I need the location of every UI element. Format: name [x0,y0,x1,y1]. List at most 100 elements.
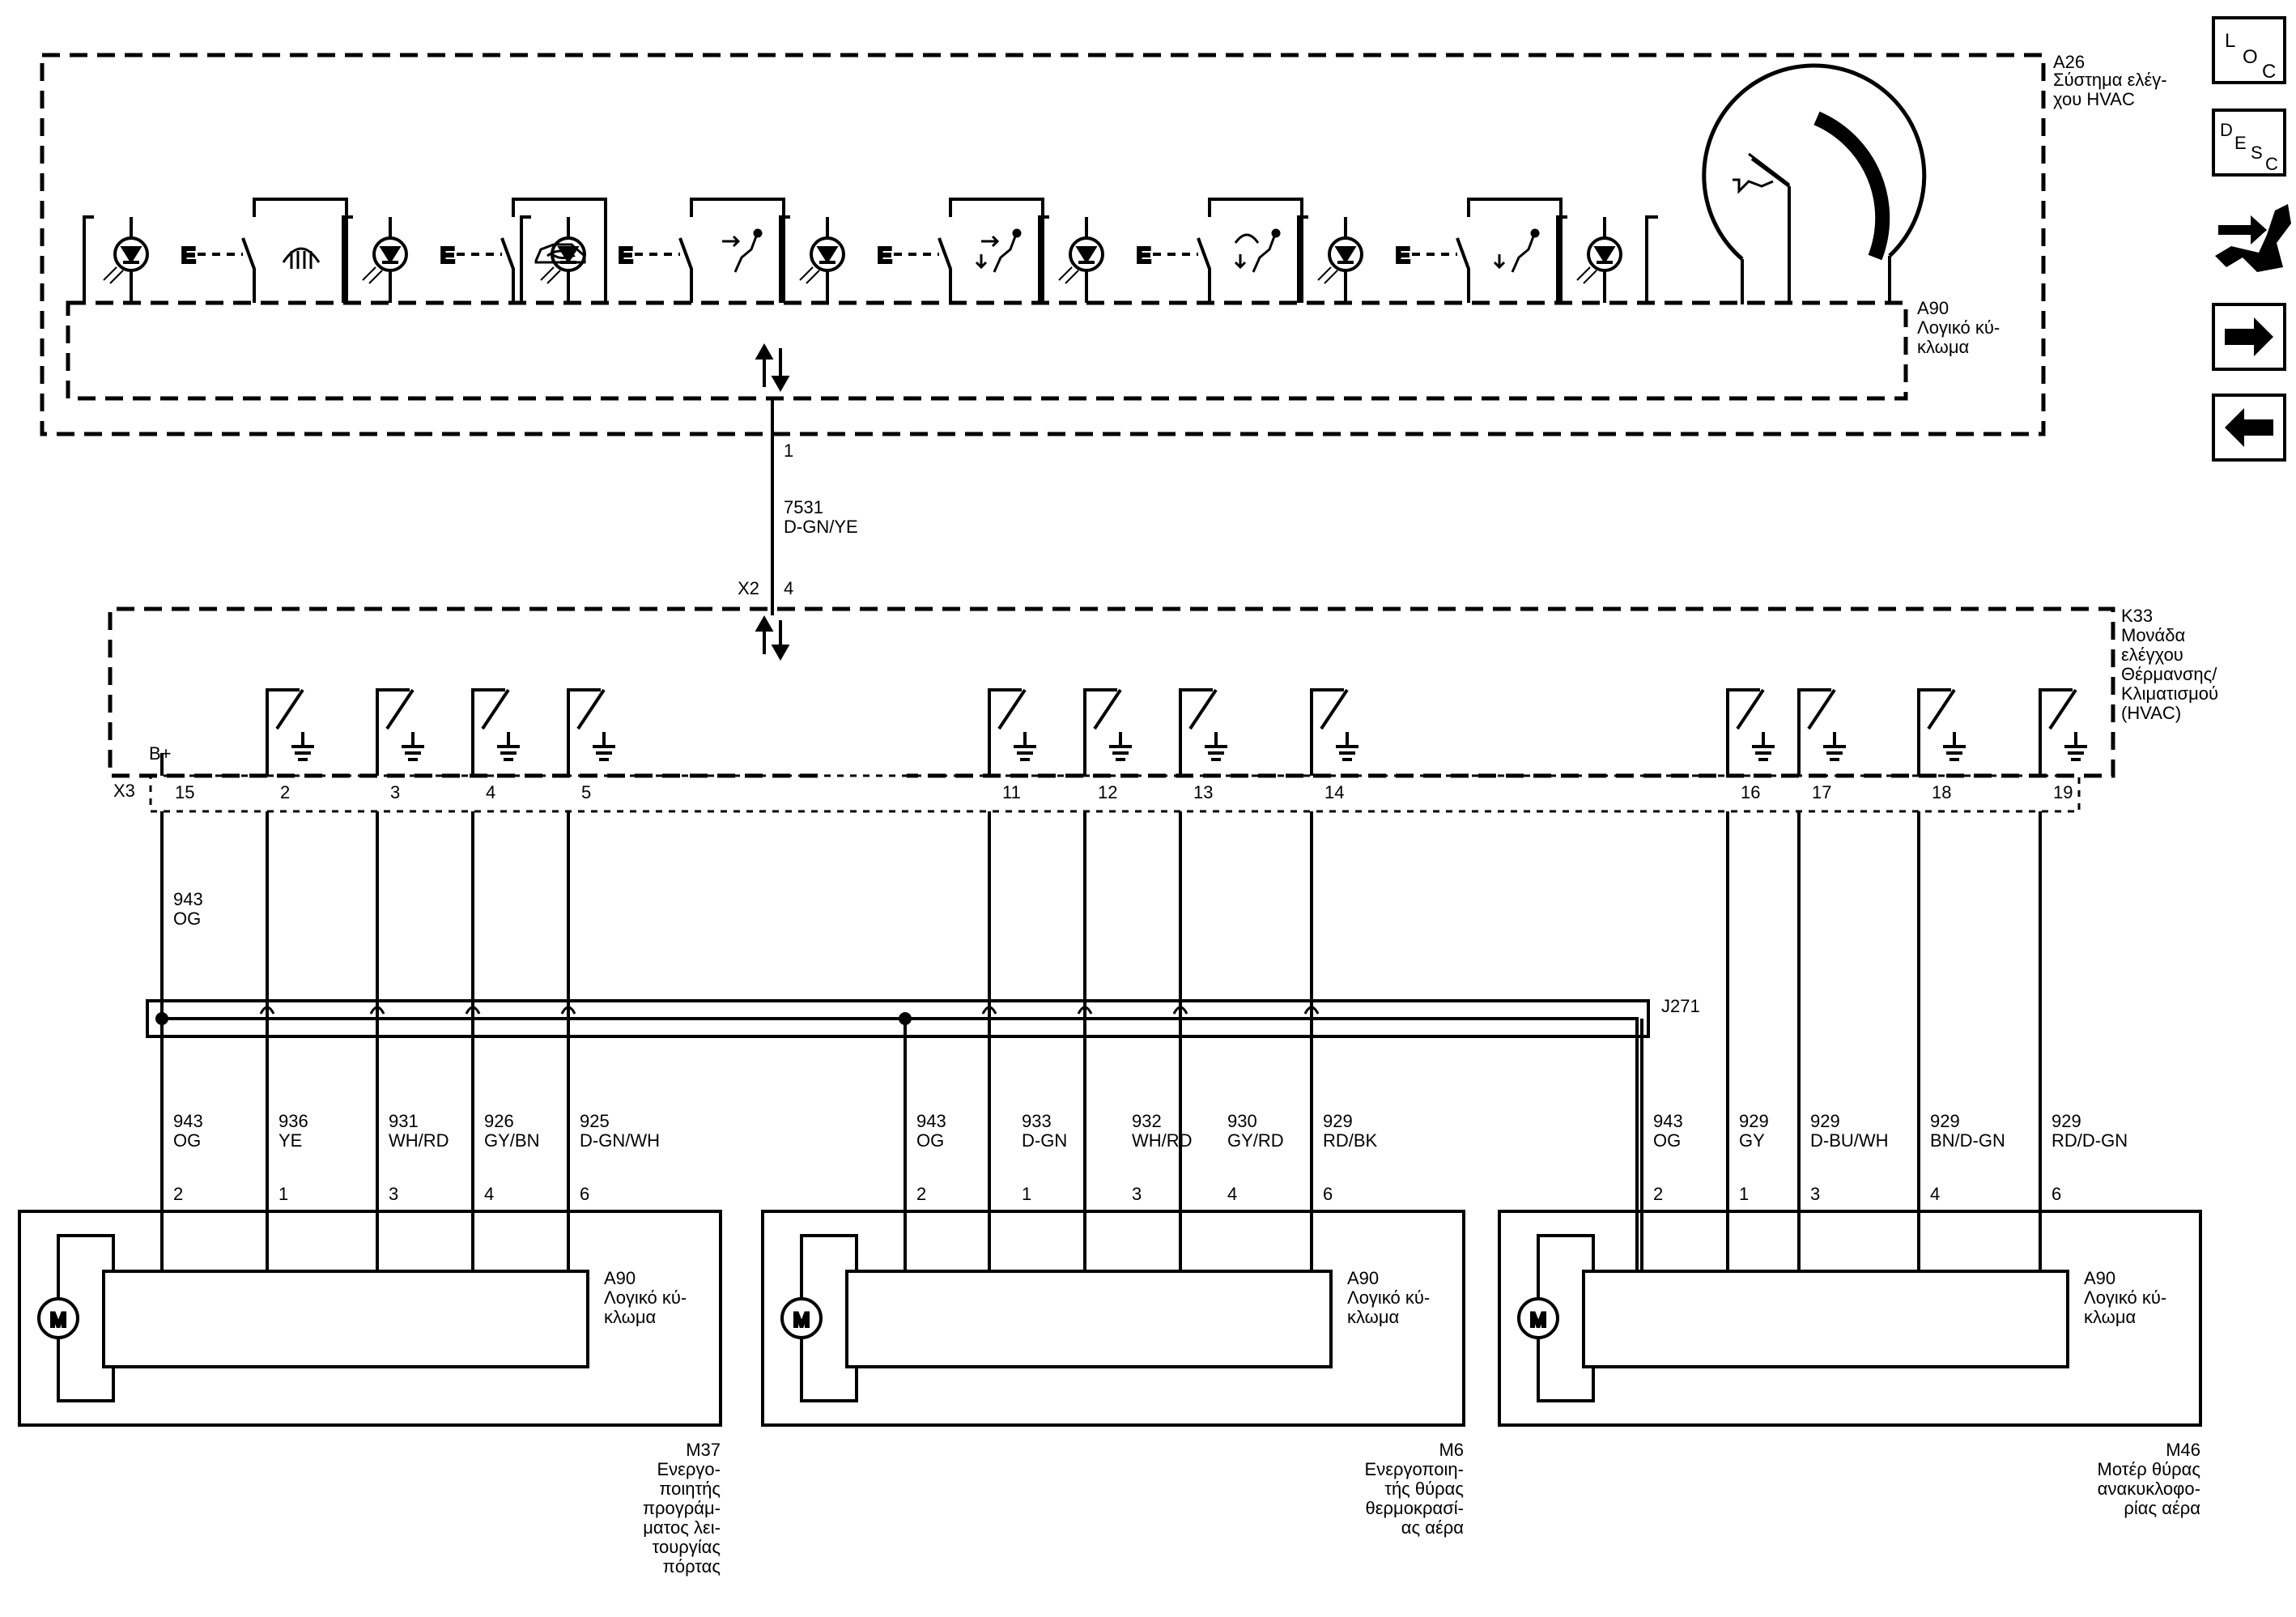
motor-id-label: M46 [2166,1440,2200,1460]
motor-pin-number: 1 [1022,1184,1031,1204]
wire-color-code: D-BU/WH [1810,1130,1889,1151]
switch-contact [241,237,256,303]
wire-crossover [465,1006,481,1015]
switch-lead [949,198,1044,303]
motor-a90-label: A90 [604,1268,636,1288]
motor-m6: M [761,1210,1465,1427]
a26-frame [40,53,2046,436]
k33-ground-switch [1310,688,1358,776]
wire-circuit-number: 931 [389,1111,419,1131]
motor-pin-number: 3 [1810,1184,1820,1204]
k33-pin-number: 14 [1324,782,1344,802]
k33-pin-number: 13 [1193,782,1213,802]
motor-pin-number: 4 [1227,1184,1237,1204]
wire-crossover [369,1006,385,1015]
j271-label: J271 [1661,996,1700,1016]
motor-pin-number: 1 [1739,1184,1749,1204]
motor-caption: Ενεργο- [657,1459,721,1479]
a26-description: χου HVAC [2053,89,2135,109]
motor-m37: M [18,1210,722,1427]
loc-letter: L [2225,30,2235,52]
switch-lead [512,198,607,303]
a90-logic-box [1582,1270,2069,1368]
motor-symbol: M [1530,1309,1546,1331]
motor-frame [18,1210,722,1427]
motor-a90-description: κλωμα [1347,1307,1400,1327]
motor-caption: ματος λει- [643,1517,721,1538]
k33-pin-number: 4 [486,782,495,802]
motor-a90-label: A90 [2084,1268,2115,1288]
k33-ground-switch [1797,688,1846,776]
k33-ground-switch [1917,688,1966,776]
motor-a90-label: A90 [1347,1268,1379,1288]
k33-pin-number: 16 [1741,782,1760,802]
loc-letter: O [2243,46,2258,68]
led-lead [1297,215,1308,303]
bilevel-mode-icon [975,228,1022,273]
desc-letter: E [2234,133,2247,153]
led-lead [779,215,790,303]
motor-caption: ποιητής [659,1479,721,1499]
motor-a90-description: Λογικό κύ- [2084,1287,2166,1308]
switch-e-label: E [1396,243,1409,267]
motor-m46: M [1498,1210,2202,1427]
motor-pin-number: 2 [1653,1184,1663,1204]
motor-caption: ανακυκλοφο- [2098,1479,2200,1499]
wire-circuit-number: 936 [278,1111,308,1131]
switch-lead [253,198,348,303]
a26-description: Σύστημα ελέγ- [2053,70,2167,90]
k33-ground-switch [376,688,424,776]
switch-contact [500,237,515,303]
wire-color-code: OG [173,1130,201,1151]
wire-color-code: RD/BK [1323,1130,1378,1151]
desc-letter: S [2251,143,2263,163]
link-wire-color: D-GN/YE [784,517,858,537]
led-diode [557,246,580,264]
a90-top-frame [66,300,1908,401]
next-button[interactable] [2212,303,2286,371]
k33-label: K33 [2121,606,2153,626]
motor-pin-number: 1 [278,1184,288,1204]
k33-description: (HVAC) [2121,703,2181,723]
led-lead [83,215,94,303]
connector-diagram-icon[interactable] [2215,204,2291,272]
switch-e-label: E [181,243,195,267]
wire-color-code: WH/RD [1132,1130,1193,1151]
motor-symbol: M [50,1309,66,1331]
led-diode [1334,246,1357,264]
motor-a90-description: Λογικό κύ- [604,1287,687,1308]
k33-pin-number: 11 [1002,782,1021,802]
motor-pin-number: 3 [1132,1184,1142,1204]
k33-pin-number: 19 [2053,782,2073,802]
a90-logic-box [102,1270,589,1368]
hvac-control-group [1556,215,1658,303]
motor-pin-number: 6 [580,1184,589,1204]
wire-circuit-number: 930 [1227,1111,1257,1131]
led-lead [520,215,531,303]
desc-letter: D [2220,120,2233,140]
led-lead [1645,215,1658,303]
motor-pin-number: 2 [173,1184,183,1204]
k33-pin-number: 18 [1932,782,1951,802]
wire-color-code: BN/D-GN [1930,1130,2005,1151]
motor-a90-description: Λογικό κύ- [1347,1287,1430,1308]
loc-button[interactable]: LOC [2212,16,2286,84]
switch-contact [678,237,693,303]
hvac-control-group: E [520,198,785,303]
splice-dot [899,1012,912,1025]
k33-pin-number: 3 [390,782,400,802]
switch-lead [1208,198,1303,303]
previous-button[interactable] [2212,394,2286,462]
wire-circuit-number: 943 [916,1111,946,1131]
wire-crossover [981,1006,997,1015]
wire-color-code: YE [278,1130,302,1151]
motor-pin-number: 3 [389,1184,398,1204]
hvac-control-group: E [779,198,1044,303]
wire-color-code: GY/RD [1227,1130,1284,1151]
x2-connector-label: X2 [738,578,759,598]
wire-color-code: D-GN/WH [580,1130,660,1151]
k33-description: Κλιματισμού [2121,683,2218,704]
hvac-control-group: E [1038,198,1303,303]
